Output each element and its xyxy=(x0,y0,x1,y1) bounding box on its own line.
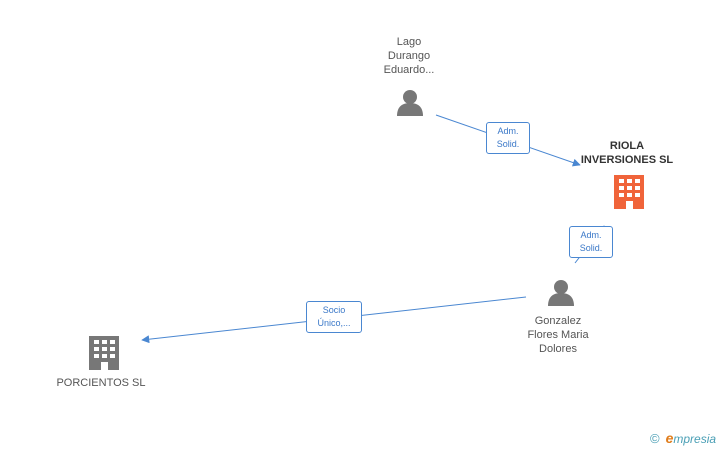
node-label-gonzalez[interactable]: Gonzalez Flores Maria Dolores xyxy=(527,315,589,355)
empresia-logo: © empresia xyxy=(650,430,716,446)
building-icon-main[interactable] xyxy=(614,175,644,209)
edge-label-lago-riola[interactable]: Adm. Solid. xyxy=(486,122,530,154)
edge-label-gonzalez-riola[interactable]: Adm. Solid. xyxy=(569,226,613,258)
person-icon[interactable] xyxy=(548,280,574,306)
person-icon[interactable] xyxy=(397,90,423,116)
brand-initial: e xyxy=(665,430,674,446)
brand-name: mpresia xyxy=(673,432,717,446)
node-label-lago[interactable]: Lago Durango Eduardo... xyxy=(383,36,435,76)
copyright-symbol: © xyxy=(650,431,660,446)
node-label-riola[interactable]: RIOLA INVERSIONES SL xyxy=(580,140,674,166)
node-label-porcientos[interactable]: PORCIENTOS SL xyxy=(56,377,146,389)
edge-label-gonzalez-porcientos[interactable]: Socio Único,... xyxy=(306,301,362,333)
building-icon[interactable] xyxy=(89,336,119,370)
